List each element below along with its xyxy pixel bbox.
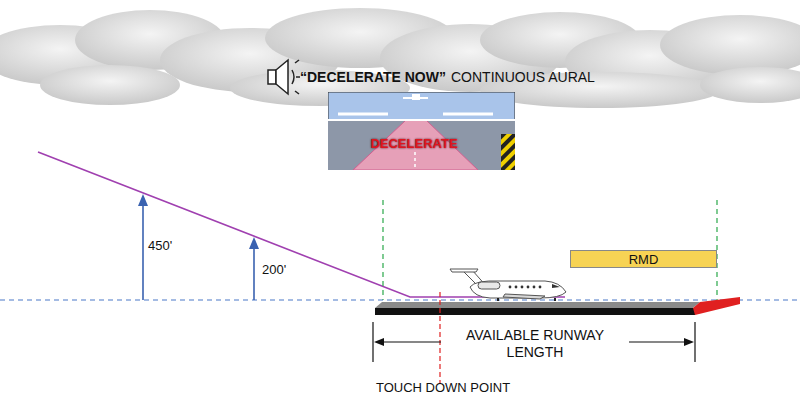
dimension-label: AVAILABLE RUNWAY LENGTH [441, 327, 629, 361]
hud-display: DECELERATE [328, 92, 515, 170]
hud-warning: DECELERATE [328, 136, 500, 151]
height-label: 450' [148, 238, 172, 254]
rmd-bar: RMD [570, 250, 717, 268]
glide-path [38, 152, 565, 297]
point-label: TOUCH DOWN POINT [376, 380, 510, 396]
runway [375, 297, 740, 315]
business-jet [450, 269, 566, 301]
rmd-text: RMD [629, 253, 659, 266]
hud-screen [328, 92, 515, 170]
aural-note: CONTINUOUS AURAL [451, 69, 595, 86]
dimension-arrow [373, 322, 695, 362]
height-label: 200' [262, 262, 286, 278]
height-arrows [138, 194, 259, 300]
reference-line [0, 299, 800, 300]
speaker-icon [268, 60, 300, 94]
aural-alert: “DECELERATE NOW” [300, 69, 446, 86]
runway-limits [383, 200, 717, 300]
